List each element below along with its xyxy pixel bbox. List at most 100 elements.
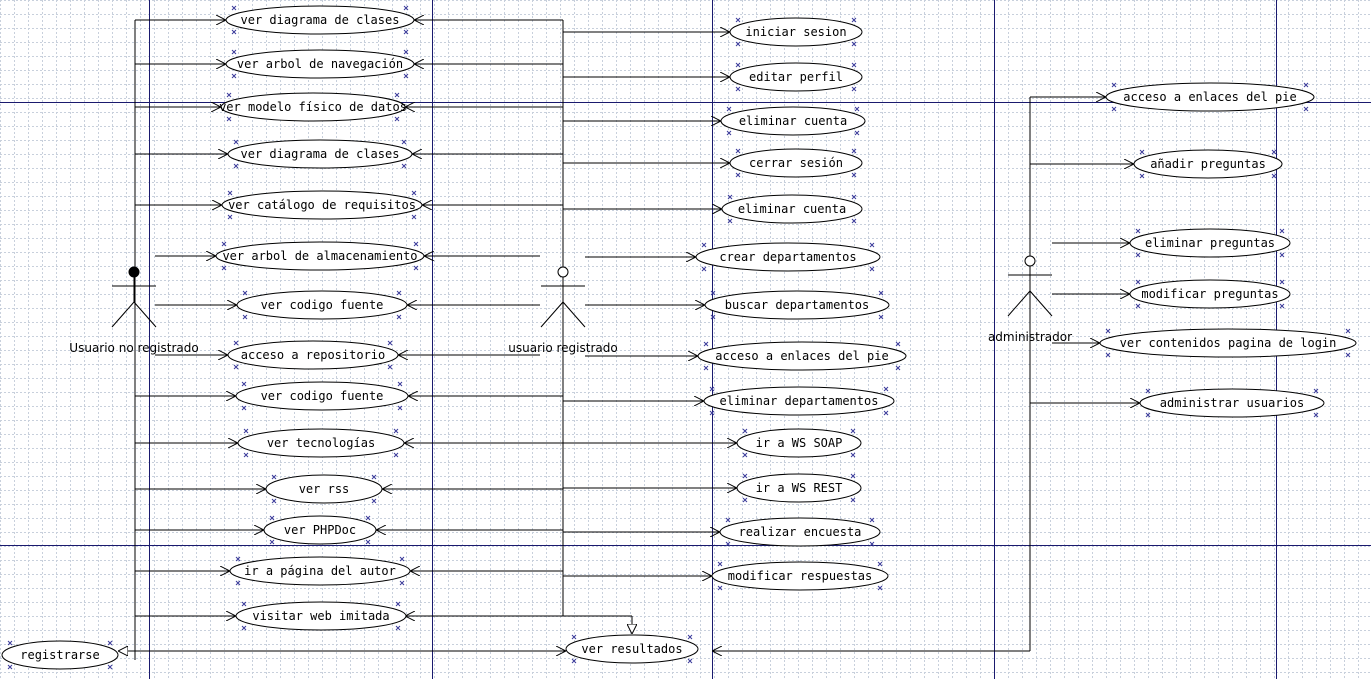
use-case-registered[interactable]: buscar departamentos	[704, 290, 890, 320]
use-case-guest[interactable]: ver rss	[265, 474, 383, 504]
use-case-registered[interactable]: ir a WS REST	[736, 473, 862, 503]
connection-marker	[1139, 173, 1145, 179]
use-case-ellipse	[729, 62, 863, 92]
connection-marker	[1271, 149, 1277, 155]
use-case-guest[interactable]: visitar web imitada	[235, 601, 407, 631]
use-case-results[interactable]: ver resultados	[565, 634, 699, 664]
use-case-admin[interactable]: eliminar preguntas	[1129, 228, 1291, 258]
use-case-ellipse	[263, 515, 377, 545]
use-case-registered[interactable]: modificar respuestas	[711, 561, 889, 591]
connection-marker	[401, 139, 407, 145]
use-case-ellipse	[235, 381, 409, 411]
connection-marker	[735, 62, 741, 68]
use-case-guest[interactable]: ver codigo fuente	[235, 381, 409, 411]
use-case-guest[interactable]: ver modelo físico de datos	[219, 92, 407, 122]
connection-marker	[396, 290, 402, 296]
connection-marker	[726, 106, 732, 112]
connection-marker	[1279, 228, 1285, 234]
connection-marker	[403, 73, 409, 79]
use-case-ellipse	[729, 148, 863, 178]
actor-guest[interactable]: Usuario no registrado	[69, 266, 199, 355]
connection-marker	[233, 139, 239, 145]
connection-marker	[397, 381, 403, 387]
use-case-admin[interactable]: ver contenidos pagina de login	[1099, 328, 1357, 358]
actor-head-icon	[128, 266, 140, 278]
connection-marker	[403, 29, 409, 35]
connection-marker	[854, 106, 860, 112]
use-case-ellipse	[711, 561, 889, 591]
use-case-label: ver diagrama de clases	[241, 13, 400, 27]
actor-label: usuario registrado	[508, 341, 617, 355]
connection-marker	[413, 241, 419, 247]
use-case-ellipse	[1099, 328, 1357, 358]
use-case-admin[interactable]: acceso a enlaces del pie	[1105, 82, 1315, 112]
use-case-registered[interactable]: eliminar cuenta	[721, 194, 863, 224]
use-case-label: ver rss	[299, 482, 350, 496]
use-case-label: ver contenidos pagina de login	[1120, 336, 1337, 350]
connection-marker	[411, 190, 417, 196]
use-case-guest[interactable]: ver catálogo de requisitos	[221, 190, 423, 220]
actor-admin[interactable]: administrador	[988, 255, 1072, 344]
use-case-registered[interactable]: iniciar sesion	[729, 17, 863, 47]
use-case-label: ver resultados	[581, 642, 682, 656]
use-case-registered[interactable]: realizar encuesta	[719, 517, 881, 547]
connection-marker	[717, 561, 723, 567]
use-case-ellipse	[695, 242, 881, 272]
use-case-registered[interactable]: editar perfil	[729, 62, 863, 92]
connection-marker	[851, 41, 857, 47]
connection-marker	[851, 218, 857, 224]
use-case-guest[interactable]: ver arbol de almacenamiento	[215, 241, 425, 271]
use-case-register[interactable]: registrarse	[1, 640, 119, 670]
connection-marker	[394, 116, 400, 122]
use-case-guest[interactable]: ver tecnologías	[237, 428, 405, 458]
connection-marker	[241, 405, 247, 411]
use-case-admin[interactable]: añadir preguntas	[1133, 149, 1283, 179]
use-case-guest[interactable]: acceso a repositorio	[227, 340, 399, 370]
use-case-admin[interactable]: modificar preguntas	[1129, 279, 1291, 309]
use-case-label: modificar respuestas	[728, 569, 873, 583]
use-case-guest[interactable]: ver PHPDoc	[263, 515, 377, 545]
actor-leg-icon	[1029, 290, 1053, 317]
use-case-registered[interactable]: eliminar cuenta	[720, 106, 866, 136]
use-case-registered[interactable]: eliminar departamentos	[703, 386, 895, 416]
actor-registered[interactable]: usuario registrado	[508, 266, 618, 355]
connection-marker	[403, 49, 409, 55]
connection-marker	[571, 658, 577, 664]
use-case-label: acceso a enlaces del pie	[715, 349, 888, 363]
use-case-guest[interactable]: ver codigo fuente	[236, 290, 408, 320]
connection-marker	[878, 290, 884, 296]
use-case-label: ver tecnologías	[267, 436, 375, 450]
use-case-guest[interactable]: ver diagrama de clases	[225, 5, 415, 35]
actor-leg-icon	[562, 301, 586, 328]
use-case-admin[interactable]: administrar usuarios	[1139, 388, 1325, 418]
use-case-label: crear departamentos	[719, 250, 856, 264]
use-case-ellipse	[729, 17, 863, 47]
connection-marker	[1279, 303, 1285, 309]
connection-marker	[394, 92, 400, 98]
use-case-registered[interactable]: cerrar sesión	[729, 148, 863, 178]
use-case-registered[interactable]: ir a WS SOAP	[736, 428, 862, 458]
connection-marker	[851, 62, 857, 68]
connection-marker	[227, 190, 233, 196]
connection-marker	[1105, 328, 1111, 334]
connection-marker	[241, 625, 247, 631]
use-case-guest[interactable]: ir a página del autor	[229, 556, 411, 586]
use-case-guest[interactable]: ver diagrama de clases	[227, 139, 413, 169]
connection-marker	[742, 452, 748, 458]
connection-marker	[1111, 106, 1117, 112]
use-case-guest[interactable]: ver arbol de navegación	[225, 49, 415, 79]
use-case-label: buscar departamentos	[725, 298, 870, 312]
connection-marker	[878, 314, 884, 320]
use-case-ellipse	[719, 517, 881, 547]
use-case-label: ver catálogo de requisitos	[228, 198, 416, 212]
connection-marker	[393, 428, 399, 434]
use-case-registered[interactable]: crear departamentos	[695, 242, 881, 272]
use-case-registered[interactable]: acceso a enlaces del pie	[697, 341, 907, 371]
use-case-ellipse	[736, 428, 862, 458]
connection-marker	[725, 517, 731, 523]
use-case-ellipse	[704, 290, 890, 320]
use-case-label: ver modelo físico de datos	[219, 100, 407, 114]
connection-marker	[7, 640, 13, 646]
connection-marker	[735, 148, 741, 154]
